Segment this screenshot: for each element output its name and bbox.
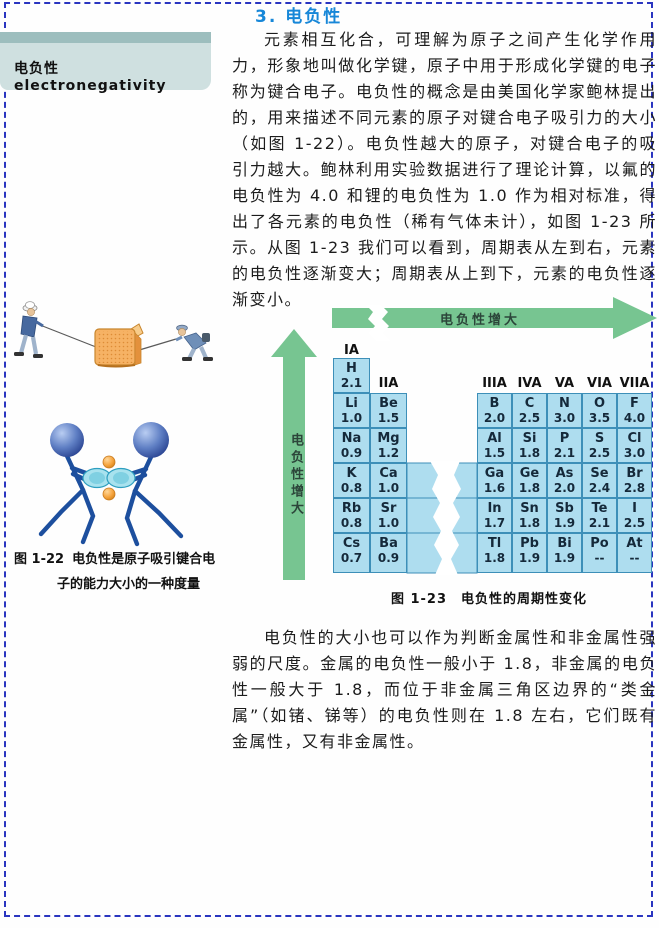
paragraph-1: 元素相互化合，可理解为原子之间产生化学作用力，形象地叫做化学键，原子中用于形成化…: [232, 30, 657, 309]
atom-sphere-right: [133, 422, 169, 458]
group-header-VIA: VIA: [587, 376, 612, 391]
arrow-up: [271, 329, 317, 580]
figure-1-22-caption: 图 1-22 电负性是原子吸引键合电 子的能力大小的一种度量: [14, 547, 222, 597]
group-header-VA: VA: [554, 376, 575, 391]
element-cell-At: At--: [617, 533, 652, 573]
group-header-IA: IA: [344, 343, 359, 358]
figure-1-22-caption-text-1: 电负性是原子吸引键合电: [72, 552, 216, 567]
d-block-bridge: [406, 461, 478, 575]
electron-top: [102, 455, 116, 469]
bridge-tear: [430, 461, 461, 575]
figure-1-22-label: 图 1-22: [14, 552, 65, 567]
rope-right: [135, 338, 177, 352]
figure-1-22-tug-of-war-illustration: [14, 301, 213, 368]
person-right: [175, 324, 213, 361]
arrow-right-label: 电负性增大: [439, 313, 520, 328]
person-left: [14, 301, 44, 358]
arrow-tear: [366, 305, 390, 341]
term-box-stripe: [0, 32, 211, 43]
element-cell-Po: Po--: [582, 533, 617, 573]
figure-1-23-caption: 图 1-23 电负性的周期性变化: [390, 592, 588, 607]
crate: [94, 323, 144, 368]
rope-left: [39, 324, 97, 348]
atom-sphere-left: [50, 423, 84, 457]
paragraph-2: 电负性的大小也可以作为判断金属性和非金属性强弱的尺度。金属的电负性一般小于 1.…: [232, 628, 657, 751]
arrow-up-label: 电负性增大: [288, 433, 303, 518]
figure-1-22-atoms-illustration: [38, 422, 184, 547]
group-header-VIIA: VIIA: [619, 376, 650, 391]
electron-bottom: [102, 487, 116, 501]
bonding-electron-cloud: [82, 455, 136, 501]
group-header-IIIA: IIIA: [482, 376, 507, 391]
group-header-IVA: IVA: [517, 376, 542, 391]
arrow-right: [332, 297, 657, 339]
figure-1-22-caption-text-2: 子的能力大小的一种度量: [57, 577, 201, 592]
term-box-body: [0, 43, 211, 90]
sidebar-term-box: 电负性 electronegativity: [0, 32, 211, 94]
section-heading: 3. 电负性: [255, 7, 343, 27]
figure-1-23-arrows: [271, 297, 657, 580]
group-header-IIA: IIA: [378, 376, 399, 391]
term-box-label: 电负性 electronegativity: [14, 61, 167, 94]
